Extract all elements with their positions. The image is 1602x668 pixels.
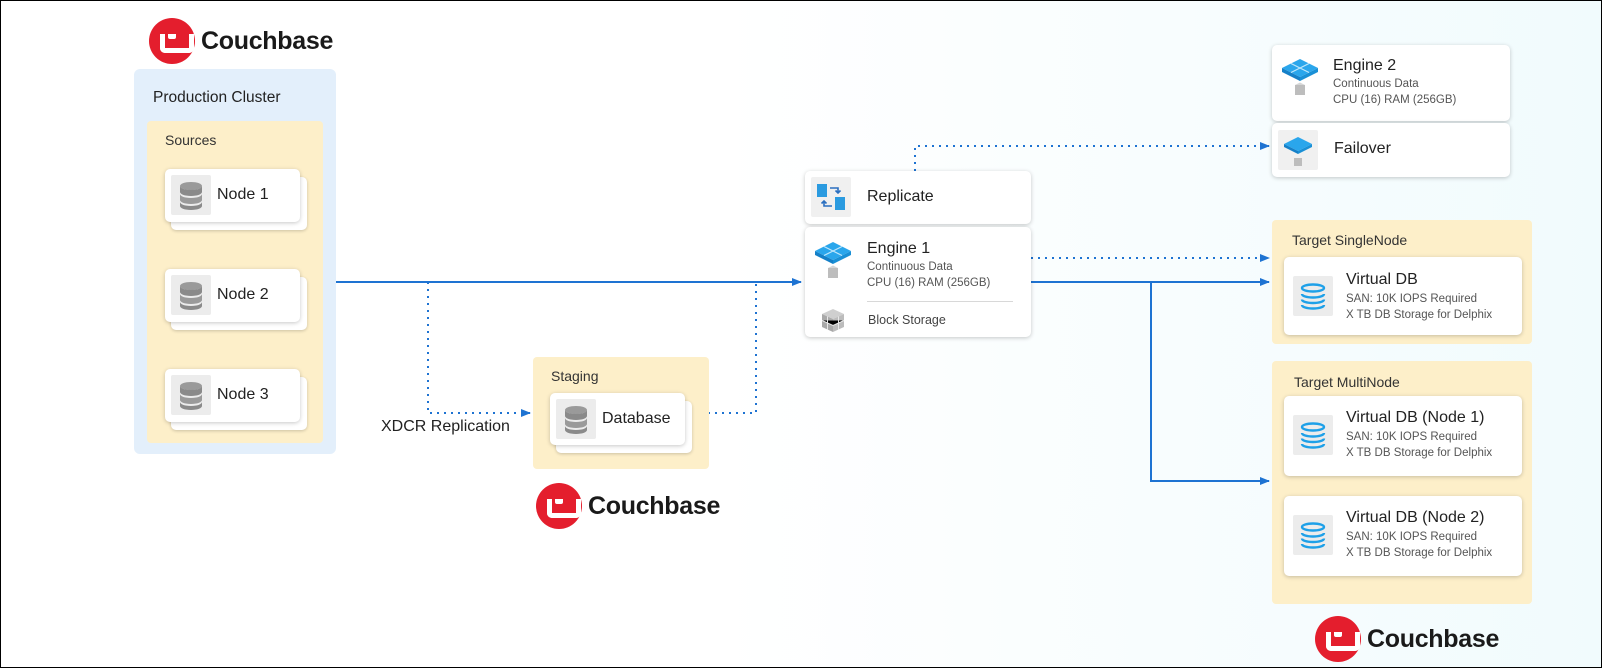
virtual-db-node-2-card[interactable]: Virtual DB (Node 2) SAN: 10K IOPS Requir… bbox=[1284, 496, 1522, 576]
line-staging-to-engine1 bbox=[708, 282, 757, 414]
virtual-db-node-1-title: Virtual DB (Node 1) bbox=[1346, 409, 1485, 426]
node-3-label: Node 3 bbox=[217, 386, 269, 403]
sources-zone: Sources Node 1 Node 2 Node 3 bbox=[147, 121, 323, 443]
engine-1-card[interactable]: Engine 1 Continuous Data CPU (16) RAM (2… bbox=[805, 227, 1031, 337]
node-1-card[interactable]: Node 1 bbox=[165, 169, 300, 222]
virtual-db-line1: SAN: 10K IOPS Required bbox=[1346, 293, 1478, 305]
database-icon bbox=[171, 275, 211, 315]
couchbase-logo-staging: Couchbase bbox=[536, 483, 720, 529]
couchbase-logo-icon bbox=[536, 483, 582, 529]
couchbase-logo-icon bbox=[149, 18, 195, 64]
engine-cube-icon bbox=[811, 238, 855, 282]
line-xdcr-to-staging bbox=[427, 282, 531, 417]
logo-text: Couchbase bbox=[588, 491, 721, 520]
production-cluster: Production Cluster Sources Node 1 Node 2 bbox=[134, 69, 336, 454]
node-2-label: Node 2 bbox=[217, 286, 269, 303]
engine-1-line2: CPU (16) RAM (256GB) bbox=[867, 277, 991, 289]
engine-1-divider bbox=[867, 301, 1013, 302]
virtual-db-node-1-card[interactable]: Virtual DB (Node 1) SAN: 10K IOPS Requir… bbox=[1284, 396, 1522, 476]
failover-icon bbox=[1278, 130, 1318, 170]
virtual-db-node-1-line1: SAN: 10K IOPS Required bbox=[1346, 431, 1478, 443]
database-icon bbox=[171, 375, 211, 415]
staging-zone: Staging Database bbox=[533, 357, 709, 469]
virtual-db-node-2-line2: X TB DB Storage for Delphix bbox=[1346, 547, 1493, 559]
virtual-db-icon bbox=[1293, 515, 1333, 555]
engine-2-card[interactable]: Engine 2 Continuous Data CPU (16) RAM (2… bbox=[1272, 45, 1510, 121]
line-engine1-to-multinode bbox=[1150, 282, 1270, 485]
database-icon bbox=[556, 399, 596, 439]
staging-database-card[interactable]: Database bbox=[550, 393, 685, 445]
xdcr-replication-label: XDCR Replication bbox=[381, 418, 510, 435]
virtual-db-node-2-title: Virtual DB (Node 2) bbox=[1346, 509, 1485, 526]
node-2-card[interactable]: Node 2 bbox=[165, 269, 300, 322]
target-multinode-title: Target MultiNode bbox=[1294, 374, 1400, 390]
target-singlenode-zone: Target SingleNode Virtual DB SAN: 10K IO… bbox=[1272, 220, 1532, 344]
failover-card[interactable]: Failover bbox=[1272, 123, 1510, 177]
virtual-db-line2: X TB DB Storage for Delphix bbox=[1346, 309, 1493, 321]
node-3-card[interactable]: Node 3 bbox=[165, 369, 300, 422]
block-storage-icon bbox=[819, 307, 847, 335]
couchbase-logo-production: Couchbase bbox=[149, 18, 333, 64]
database-icon bbox=[171, 175, 211, 215]
staging-database-label: Database bbox=[602, 410, 671, 427]
engine-2-line1: Continuous Data bbox=[1333, 78, 1419, 90]
engine-2-title: Engine 2 bbox=[1333, 57, 1397, 74]
engine-2-line2: CPU (16) RAM (256GB) bbox=[1333, 94, 1457, 106]
engine-1-line1: Continuous Data bbox=[867, 261, 953, 273]
couchbase-logo-icon bbox=[1315, 616, 1361, 662]
replicate-icon bbox=[811, 177, 851, 217]
replicate-card[interactable]: Replicate bbox=[805, 171, 1031, 224]
replicate-label: Replicate bbox=[867, 188, 934, 205]
virtual-db-node-2-line1: SAN: 10K IOPS Required bbox=[1346, 531, 1478, 543]
failover-label: Failover bbox=[1334, 140, 1391, 157]
virtual-db-node-1-line2: X TB DB Storage for Delphix bbox=[1346, 447, 1493, 459]
couchbase-logo-target: Couchbase bbox=[1315, 616, 1499, 662]
engine-1-title: Engine 1 bbox=[867, 240, 931, 257]
line-replicate-to-failover bbox=[914, 142, 1270, 171]
staging-title: Staging bbox=[551, 368, 599, 384]
block-storage-label: Block Storage bbox=[868, 313, 946, 327]
virtual-db-icon bbox=[1293, 276, 1333, 316]
target-multinode-zone: Target MultiNode Virtual DB (Node 1) SAN… bbox=[1272, 361, 1532, 604]
virtual-db-card[interactable]: Virtual DB SAN: 10K IOPS Required X TB D… bbox=[1284, 257, 1522, 335]
virtual-db-icon bbox=[1293, 415, 1333, 455]
production-cluster-title: Production Cluster bbox=[153, 89, 281, 106]
target-singlenode-title: Target SingleNode bbox=[1292, 232, 1408, 248]
engine-cube-icon bbox=[1278, 55, 1322, 99]
logo-text: Couchbase bbox=[201, 26, 334, 55]
sources-title: Sources bbox=[165, 132, 217, 148]
logo-text: Couchbase bbox=[1367, 624, 1500, 653]
virtual-db-title: Virtual DB bbox=[1346, 271, 1418, 288]
node-1-label: Node 1 bbox=[217, 186, 269, 203]
